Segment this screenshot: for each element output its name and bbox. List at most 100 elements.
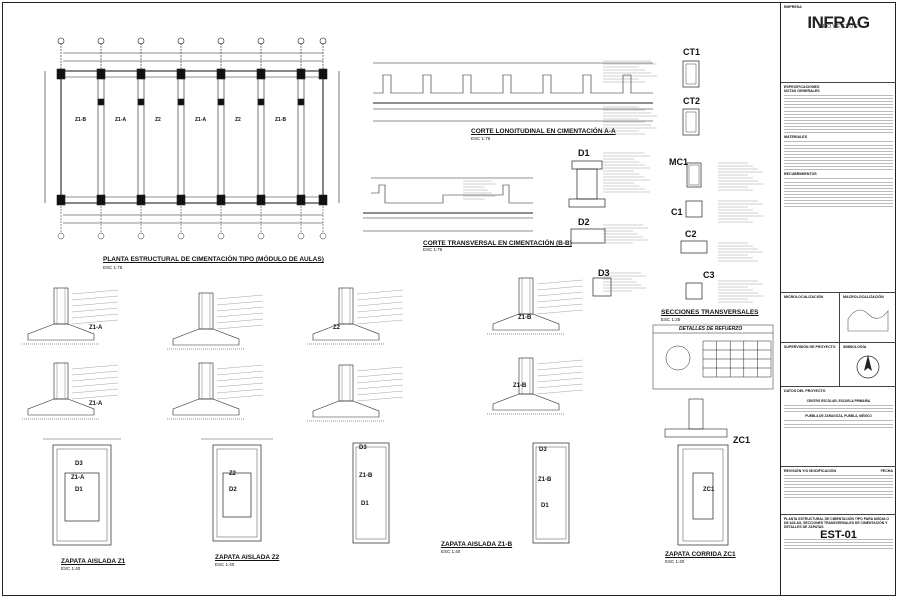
ct1-label: CT1 — [683, 47, 701, 57]
plan-z1b-label: Z1-B — [359, 473, 373, 479]
plan-title: PLANTA ESTRUCTURAL DE CIMENTACIÓN TIPO (… — [103, 256, 324, 263]
grid-bubble — [57, 37, 65, 45]
zc1-title: ZAPATA CORRIDA ZC1 — [665, 551, 736, 558]
column-elevation — [53, 362, 69, 400]
grid-bubble — [57, 232, 65, 240]
column-elevation — [53, 287, 69, 325]
tb-revision-header: REVISIÓN Y/O MODIFICACIÓN — [784, 469, 837, 473]
c3-label: C3 — [703, 270, 715, 280]
transversal-scale: ESC 1:25 — [661, 317, 681, 322]
plan-z1b2-d1: D1 — [541, 503, 549, 509]
company-logo-sub: PROYECTOS — [818, 24, 859, 30]
tb-project-data: DATOS DEL PROYECTO CENTRO ESCOLAR, ESCUE… — [781, 387, 896, 467]
tb-date-header: FECHA — [880, 469, 893, 473]
reinforcement-title: DETALLES DE REFUERZO — [679, 326, 743, 332]
tb-project-header: DATOS DEL PROYECTO — [784, 389, 826, 393]
column-elevation — [338, 364, 354, 402]
north-arrow-icon — [856, 355, 880, 379]
plan-z1-d3: D3 — [75, 461, 83, 467]
footing-mark — [256, 68, 266, 80]
plan-z1-d1: D1 — [75, 487, 83, 493]
grid-bubble — [217, 37, 225, 45]
reinforcement-details — [652, 324, 774, 390]
plan-label-5: Z2 — [235, 117, 241, 123]
plan-z2-z2: Z2 — [229, 471, 237, 477]
section-bb — [363, 177, 533, 232]
column-elevation — [518, 277, 534, 315]
tb-sheet-info: PLANTA ESTRUCTURAL DE CIMENTACIÓN TIPO P… — [781, 515, 896, 595]
grid-bubble — [257, 37, 265, 45]
footing-elevation — [492, 313, 560, 331]
column-elevation — [338, 287, 354, 325]
tb-materials-header: MATERIALES — [784, 135, 808, 140]
footing-elevation — [172, 398, 240, 416]
mc1-label: MC1 — [669, 157, 689, 167]
footing-elevation — [312, 400, 380, 418]
footing-mark — [318, 68, 328, 80]
footing-mark — [96, 68, 106, 80]
plan-label-3: Z2 — [155, 117, 161, 123]
grid-bubble — [319, 232, 327, 240]
plan-label-2: Z1-A — [115, 117, 127, 123]
tb-company: EMPRESA INFRAG PROYECTOS — [781, 3, 896, 83]
z1-title: ZAPATA AISLADA Z1 — [61, 558, 126, 565]
tb-symbology: SIMBOLOGÍA — [839, 343, 896, 387]
zc1-scale: ESC 1:40 — [665, 559, 685, 564]
plan-label-4: Z1-A — [195, 117, 207, 123]
c2-label: C2 — [685, 229, 697, 239]
section-bb-title: CORTE TRANSVERSAL EN CIMENTACIÓN (B-B) — [423, 240, 572, 247]
tb-revisions: REVISIÓN Y/O MODIFICACIÓN FECHA — [781, 467, 896, 515]
column-elevation — [198, 292, 214, 330]
reinforcement-hook — [665, 345, 691, 371]
footing-elevation — [172, 328, 240, 346]
cross-sections — [568, 60, 708, 300]
column-mark — [97, 98, 105, 106]
ct2-label: CT2 — [683, 96, 701, 106]
tb-cover-header: RECUBRIMIENTOS — [784, 172, 817, 177]
title-block: EMPRESA INFRAG PROYECTOS ESPECIFICACIONE… — [780, 3, 896, 595]
footing-plan-z1 — [43, 438, 121, 546]
tb-sheet-number: EST-01 — [820, 529, 857, 541]
z1-scale: ESC 1:40 — [61, 566, 81, 571]
grid-bubble — [297, 37, 305, 45]
detail-z1a-lower: Z1-A — [89, 401, 103, 407]
plan-label-6: Z1-B — [275, 117, 287, 123]
footing-elevation — [312, 323, 380, 341]
tb-symbology-header: SIMBOLOGÍA — [843, 345, 867, 349]
footing-elevation — [27, 398, 95, 416]
plan-scale: ESC 1:75 — [103, 265, 123, 270]
footing-elevations — [22, 277, 584, 422]
section-aa — [373, 62, 653, 122]
c1-label: C1 — [671, 207, 683, 217]
column-mark — [217, 98, 225, 106]
tb-micro: MICROLOCALIZACIÓN — [781, 293, 839, 343]
footing-mark — [136, 68, 146, 80]
d1-label: D1 — [578, 148, 590, 158]
footing-mark — [216, 68, 226, 80]
plan-z1b-d3: D3 — [359, 445, 367, 451]
footing-plan-z1b — [352, 442, 570, 544]
detail-z1b-lower: Z1-B — [513, 383, 527, 389]
drawing-area: PLANTA ESTRUCTURAL DE CIMENTACIÓN TIPO (… — [3, 3, 779, 595]
detail-z1a-upper: Z1-A — [89, 325, 103, 331]
grid-bubble — [177, 232, 185, 240]
macro-map-icon — [847, 309, 889, 332]
tb-spec-header: ESPECIFICACIONES — [784, 85, 820, 89]
transversal-title: SECCIONES TRANSVERSALES — [661, 309, 759, 316]
plan-zc1-label: ZC1 — [703, 487, 715, 493]
grid-bubble — [177, 37, 185, 45]
grid-bubble — [257, 232, 265, 240]
tb-macro-header: MACROLOCALIZACIÓN — [843, 295, 884, 299]
plan-z1b2-label: Z1-B — [538, 477, 552, 483]
plan-z1b-d1: D1 — [361, 501, 369, 507]
plan-z1-z1a: Z1-A — [71, 475, 85, 481]
column-mark — [137, 98, 145, 106]
tb-supervision: SUPERVISIÓN DE PROYECTO — [781, 343, 839, 387]
column-mark — [297, 98, 305, 106]
grid-bubble — [297, 232, 305, 240]
z1b-title: ZAPATA AISLADA Z1-B — [441, 541, 513, 548]
tb-description: PLANTA ESTRUCTURAL DE CIMENTACIÓN TIPO P… — [784, 517, 889, 529]
tb-micro-header: MICROLOCALIZACIÓN — [784, 295, 824, 299]
grid-bubble — [217, 232, 225, 240]
plan-label-1: Z1-B — [75, 117, 87, 123]
